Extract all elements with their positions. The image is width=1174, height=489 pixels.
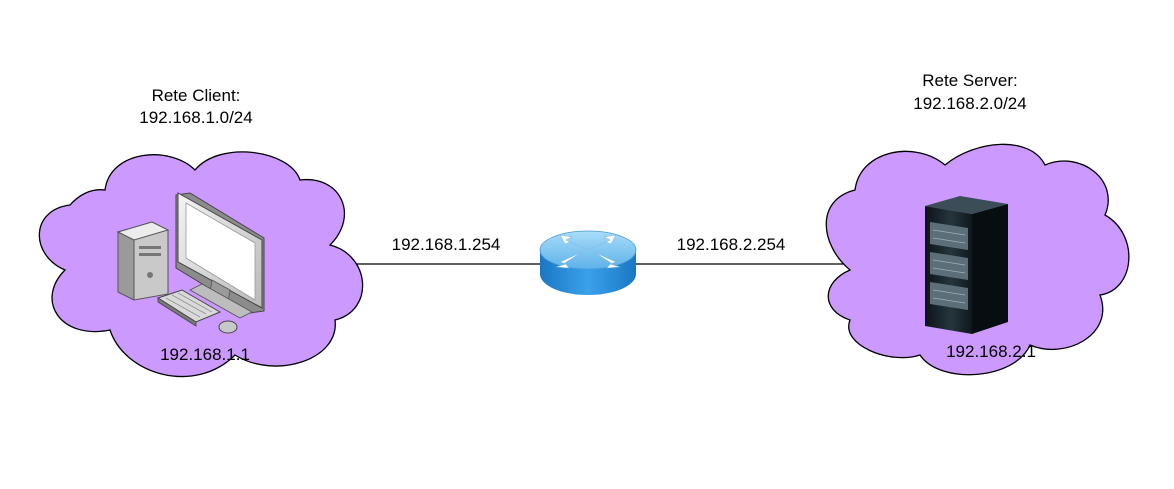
server-network-title: Rete Server: [922, 71, 1018, 90]
client-network-title: Rete Client: [151, 86, 241, 105]
server-rack-icon [925, 196, 1008, 334]
router-client-side-ip: 192.168.1.254 [391, 235, 501, 254]
client-host-ip: 192.168.1.1 [160, 345, 250, 364]
router-icon [539, 230, 637, 295]
client-network-subnet: 192.168.1.0/24 [139, 108, 253, 127]
desktop-computer-icon [116, 192, 265, 334]
server-host-ip: 192.168.2.1 [946, 342, 1036, 361]
server-network-subnet: 192.168.2.0/24 [913, 94, 1027, 113]
router-server-side-ip: 192.168.2.254 [676, 235, 786, 254]
